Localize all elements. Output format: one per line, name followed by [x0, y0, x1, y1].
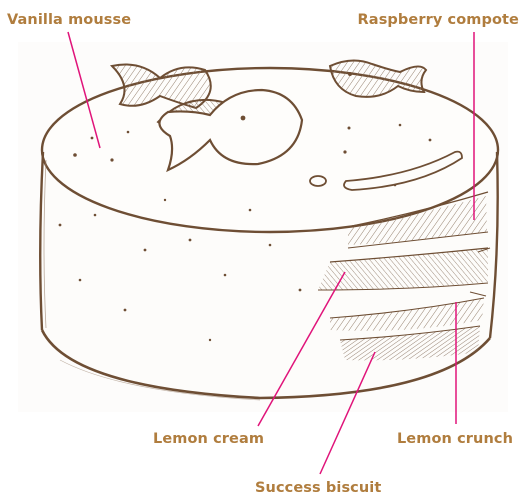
- label-raspberry-compote: Raspberry compote: [358, 11, 519, 29]
- label-success-biscuit: Success biscuit: [255, 479, 381, 497]
- label-lemon-crunch: Lemon crunch: [397, 430, 513, 448]
- label-lemon-cream: Lemon cream: [153, 430, 264, 448]
- label-vanilla-mousse: Vanilla mousse: [7, 11, 131, 29]
